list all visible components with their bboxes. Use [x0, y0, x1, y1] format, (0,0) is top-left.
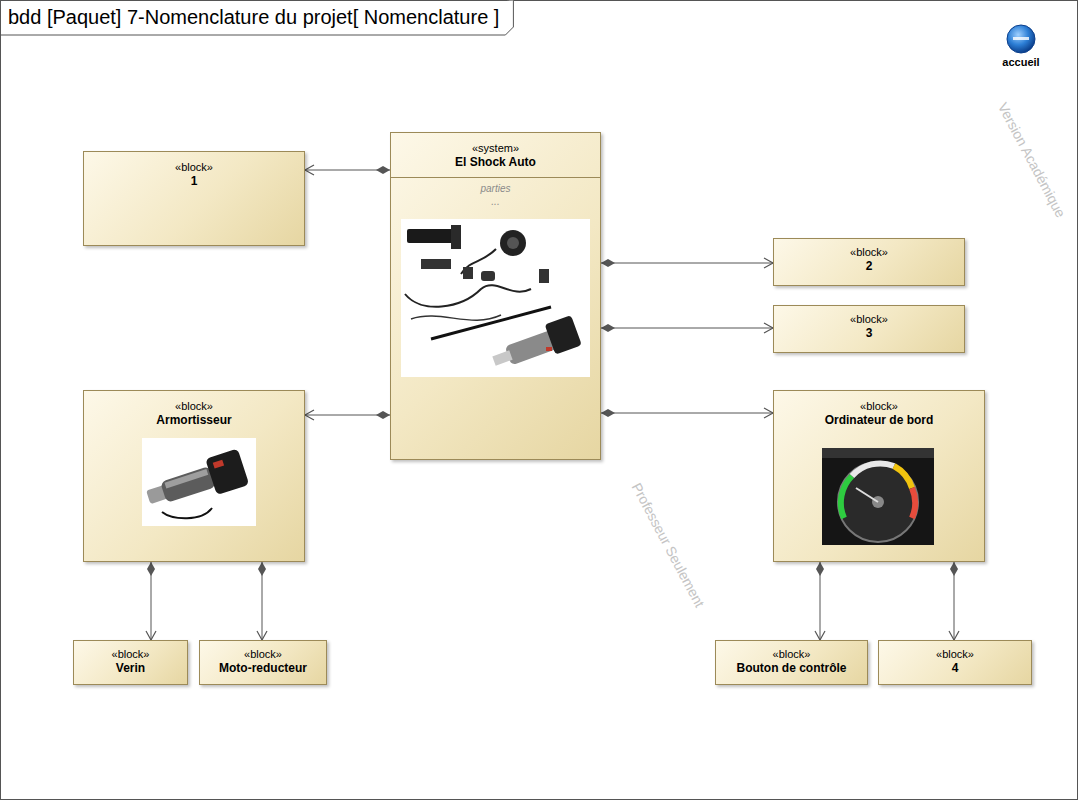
stereotype: «block»	[879, 647, 1031, 661]
stereotype: «system»	[391, 141, 600, 155]
stereotype: «block»	[774, 245, 964, 259]
composition-connector	[601, 263, 773, 264]
diagram-title: bdd [Paquet] 7-Nomenclature du projet[ N…	[8, 6, 499, 28]
composition-connector	[305, 415, 390, 416]
part-photo	[401, 219, 590, 377]
part-block: «block»Ordinateur de bord	[773, 390, 985, 562]
composition-connector	[601, 413, 773, 414]
home-label: accueil	[1002, 56, 1039, 68]
block-name: Armortisseur	[84, 413, 304, 428]
part-block: «block»Bouton de contrôle	[715, 640, 868, 685]
part-block: «block»3	[773, 305, 965, 353]
watermark: Professeur Seulement	[628, 480, 707, 610]
system-block: «system»El Shock Auto parties...	[390, 132, 601, 460]
stereotype: «block»	[774, 399, 984, 413]
part-photo	[142, 438, 256, 526]
block-name: 4	[879, 661, 1031, 676]
block-name: 1	[84, 174, 304, 189]
block-name: 2	[774, 259, 964, 274]
composition-connector	[151, 562, 152, 640]
block-name: Verin	[74, 661, 187, 676]
stereotype: «block»	[84, 160, 304, 174]
home-icon	[1007, 25, 1035, 53]
part-photo	[822, 448, 934, 545]
part-block: «block»4	[878, 640, 1032, 685]
block-name: Ordinateur de bord	[774, 413, 984, 428]
stereotype: «block»	[774, 312, 964, 326]
composition-connector	[820, 562, 821, 640]
block-name: El Shock Auto	[391, 155, 600, 170]
stereotype: «block»	[200, 647, 326, 661]
watermark: Version Académique	[995, 100, 1069, 220]
block-name: Moto-reducteur	[200, 661, 326, 676]
block-name: Bouton de contrôle	[716, 661, 867, 676]
stereotype: «block»	[74, 647, 187, 661]
stereotype: «block»	[84, 399, 304, 413]
compartment-label: parties	[391, 177, 600, 195]
part-block: «block»2	[773, 238, 965, 286]
part-block: «block»Verin	[73, 640, 188, 685]
composition-connector	[954, 562, 955, 640]
block-name: 3	[774, 326, 964, 341]
composition-connector	[305, 170, 390, 171]
composition-connector	[601, 328, 773, 329]
stereotype: «block»	[716, 647, 867, 661]
compartment-label: ...	[391, 195, 600, 208]
part-block: «block»1	[83, 151, 305, 246]
part-block: «block»Armortisseur	[83, 390, 305, 562]
part-block: «block»Moto-reducteur	[199, 640, 327, 685]
composition-connector	[262, 562, 263, 640]
